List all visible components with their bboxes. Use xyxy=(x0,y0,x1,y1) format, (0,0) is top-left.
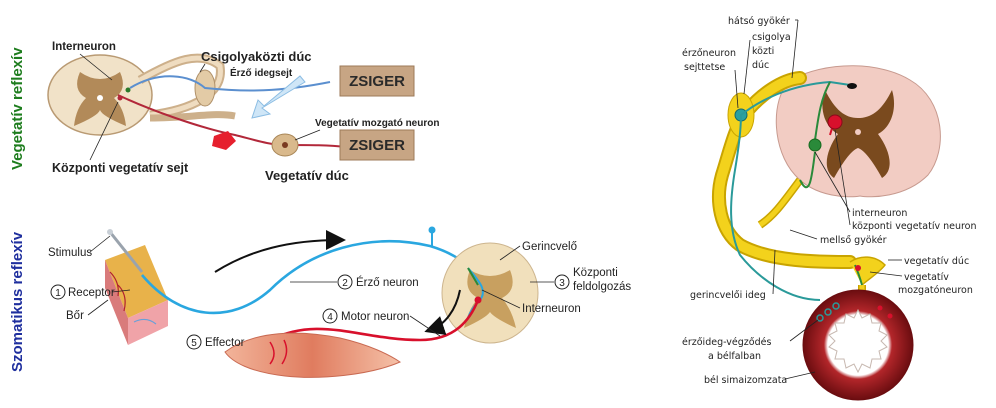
label-vegetativ-duc: Vegetatív dúc xyxy=(265,168,349,183)
label-kozponti-vegetativ-sejt: Központi vegetatív sejt xyxy=(52,161,189,175)
spinal-cord-section-top xyxy=(47,54,153,136)
label-erzoneuron-1: érzőneuron xyxy=(682,48,736,59)
label-vegetativ-mozgato-2: mozgatóneuron xyxy=(898,285,973,296)
label-mellso-gyoker: mellső gyökér xyxy=(820,235,887,246)
zsiger-box-2-label: ZSIGER xyxy=(349,137,405,154)
label-interneuron-right: interneuron xyxy=(852,208,907,219)
motor-marker xyxy=(212,131,236,150)
label-interneuron-bottom: Interneuron xyxy=(522,303,581,315)
label-gerincvelo: Gerincvelő xyxy=(522,241,577,253)
sensory-neuron-path xyxy=(141,240,471,315)
zsiger-box-1 xyxy=(339,65,415,97)
label-hatso-gyoker: hátsó gyökér xyxy=(728,16,790,27)
sensory-cell-body xyxy=(428,226,436,234)
vegetative-ganglion-right xyxy=(849,256,886,286)
motor-fiber-top xyxy=(117,94,346,148)
skin-block xyxy=(105,245,168,345)
zsiger-box-1-label: ZSIGER xyxy=(349,73,405,90)
sensory-fiber-right xyxy=(730,80,851,301)
spinal-nerve-yellow xyxy=(714,73,855,267)
erzo-neuron-number: 2 xyxy=(342,278,348,289)
interneuron-cell xyxy=(808,138,822,152)
label-erzo-neuron: Érző neuron xyxy=(356,276,419,289)
afferent-direction-arrow xyxy=(214,230,346,273)
label-kozponti-vegetativ-neuron: központi vegetatív neuron xyxy=(852,221,977,232)
stimulus-needle xyxy=(108,231,144,273)
central-vegetative-neuron xyxy=(827,114,843,130)
label-csigolya-3: dúc xyxy=(752,60,769,71)
label-bel-simaizomzata: bél simaizomzata xyxy=(704,375,787,386)
label-kozponti-line2: feldolgozás xyxy=(573,281,631,293)
zsiger-box-2 xyxy=(339,129,415,161)
label-vegetativ-duc-right: vegetatív dúc xyxy=(904,256,969,267)
label-csigolyakozti-duc: Csigolyaközti dúc xyxy=(201,49,312,64)
label-erzo-idegsejt: Érző idegsejt xyxy=(230,66,293,79)
label-vegetativ-mozgato-1: vegetatív xyxy=(904,272,949,283)
effector-number: 5 xyxy=(191,338,197,349)
label-kozponti-line1: Központi xyxy=(573,267,618,279)
label-interneuron-top: Interneuron xyxy=(52,41,116,53)
ventral-root-yellow xyxy=(758,178,803,228)
label-erzoideg-1: érzőideg-végződés xyxy=(682,337,771,348)
spinal-cord-right xyxy=(775,65,941,198)
motor-neuron-path xyxy=(269,299,480,342)
muscle-effector xyxy=(224,332,402,378)
label-vegetativ-mozgato: Vegetatív mozgató neuron xyxy=(315,118,439,129)
label-receptor: Receptor xyxy=(68,287,115,299)
sensory-direction-arrow xyxy=(251,75,306,119)
label-gerincveloi-ideg: gerincvelői ideg xyxy=(690,290,766,301)
somatic-side-title: Szomatikus reflexív xyxy=(9,231,26,372)
label-csigolya-2: közti xyxy=(752,46,774,57)
receptor-number: 1 xyxy=(55,288,61,299)
label-erzoneuron-2: sejttetse xyxy=(684,62,725,73)
label-csigolya-1: csigolya xyxy=(752,32,791,43)
kozponti-number: 3 xyxy=(559,278,565,289)
efferent-direction-arrow xyxy=(424,289,461,336)
label-bor: Bőr xyxy=(66,310,84,322)
label-effector: Effector xyxy=(205,337,245,349)
gut-lumen xyxy=(828,308,888,374)
motor-neuron-number: 4 xyxy=(327,312,333,323)
vegetative-side-title: Vegetatív reflexív xyxy=(9,47,26,170)
label-motor-neuron: Motor neuron xyxy=(341,311,409,323)
label-erzoideg-2: a bélfalban xyxy=(708,351,761,362)
label-stimulus: Stimulus xyxy=(48,247,92,259)
